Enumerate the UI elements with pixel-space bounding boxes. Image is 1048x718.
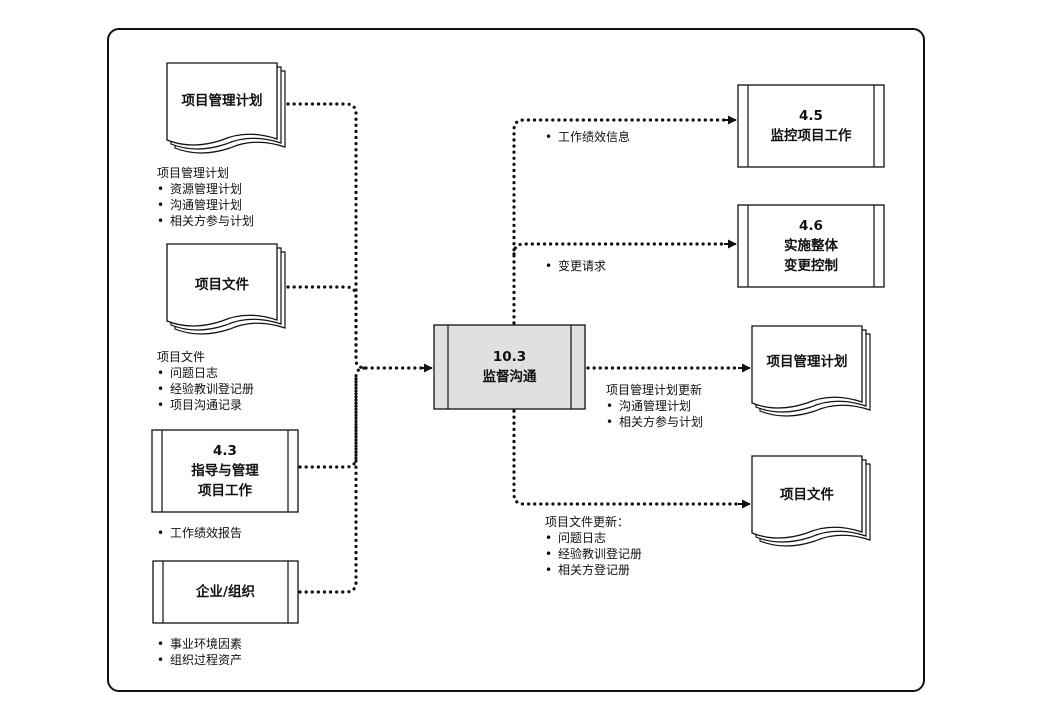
- process-box-4-5: [737, 84, 885, 168]
- list-item: 资源管理计划: [157, 181, 254, 197]
- process-4-5-title: 监控项目工作: [770, 128, 852, 144]
- pmp-input-note-heading: 项目管理计划: [157, 166, 230, 180]
- org-box: [152, 560, 299, 624]
- docs-update-note: 项目文件更新： 问题日志 经验教训登记册 相关方登记册: [545, 514, 642, 578]
- process-4-6-title-line2: 变更控制: [784, 258, 838, 274]
- list-item: 问题日志: [545, 530, 642, 546]
- list-item: 经验教训登记册: [545, 546, 642, 562]
- change-output-note: 变更请求: [545, 258, 606, 274]
- connector-org-to-process: [298, 366, 368, 594]
- process-4-6-number: 4.6: [799, 218, 823, 234]
- process-4-3-number: 4.3: [213, 443, 237, 459]
- docs-doc-title: 项目文件: [195, 277, 249, 293]
- list-item: 沟通管理计划: [157, 197, 254, 213]
- process-box-4-3: [151, 429, 299, 513]
- pmp-output-doc-title: 项目管理计划: [766, 354, 848, 370]
- process-4-6-title-line1: 实施整体: [784, 238, 838, 254]
- direct-input-note: 工作绩效报告: [157, 525, 242, 541]
- pmp-update-note-heading: 项目管理计划更新: [606, 383, 703, 397]
- list-item: 变更请求: [545, 258, 606, 274]
- connector-direct-to-process: [298, 374, 358, 469]
- docs-input-note: 项目文件 问题日志 经验教训登记册 项目沟通记录: [157, 349, 254, 413]
- list-item: 工作绩效报告: [157, 525, 242, 541]
- process-4-5-label: 4.5 监控项目工作: [738, 106, 884, 146]
- org-input-note: 事业环境因素 组织过程资产: [157, 636, 242, 668]
- list-item: 相关方参与计划: [157, 213, 254, 229]
- docs-input-note-heading: 项目文件: [157, 350, 206, 364]
- list-item: 相关方参与计划: [606, 414, 703, 430]
- central-process-title: 监督沟通: [482, 369, 537, 385]
- connector-pmp-to-process: [286, 102, 368, 370]
- pmp-update-note: 项目管理计划更新 沟通管理计划 相关方参与计划: [606, 382, 703, 430]
- org-box-title: 企业/组织: [196, 584, 255, 600]
- list-item: 问题日志: [157, 365, 254, 381]
- list-item: 沟通管理计划: [606, 398, 703, 414]
- connector-to-docs-update: [512, 409, 742, 506]
- list-item: 工作绩效信息: [545, 129, 630, 145]
- central-process-number: 10.3: [492, 349, 527, 365]
- monitor-output-note: 工作绩效信息: [545, 129, 630, 145]
- connector-to-4-6: [512, 242, 728, 256]
- connector-to-4-5: [512, 118, 728, 325]
- list-item: 经验教训登记册: [157, 381, 254, 397]
- list-item: 相关方登记册: [545, 562, 642, 578]
- list-item: 组织过程资产: [157, 652, 242, 668]
- pmp-input-note: 项目管理计划 资源管理计划 沟通管理计划 相关方参与计划: [157, 165, 254, 229]
- docs-output-doc-title: 项目文件: [780, 487, 834, 503]
- process-4-3-label: 4.3 指导与管理 项目工作: [152, 441, 298, 501]
- process-4-6-label: 4.6 实施整体 变更控制: [738, 216, 884, 276]
- document-stack-docs: [166, 243, 286, 335]
- docs-update-note-heading: 项目文件更新：: [545, 515, 630, 529]
- pmp-doc-title: 项目管理计划: [181, 93, 263, 109]
- central-process-box: [433, 324, 586, 410]
- list-item: 事业环境因素: [157, 636, 242, 652]
- process-box-4-6: [737, 204, 885, 288]
- central-process-label: 10.3 监督沟通: [434, 347, 585, 387]
- process-4-5-number: 4.5: [799, 108, 823, 124]
- document-stack-pmp: [166, 62, 286, 154]
- process-4-3-title-line2: 项目工作: [198, 483, 252, 499]
- diagram-frame: [107, 28, 925, 692]
- list-item: 项目沟通记录: [157, 397, 254, 413]
- document-stack-docs-output: [751, 455, 871, 547]
- document-stack-pmp-output: [751, 325, 871, 417]
- process-4-3-title-line1: 指导与管理: [191, 463, 259, 479]
- connector-docs-to-process: [286, 285, 358, 362]
